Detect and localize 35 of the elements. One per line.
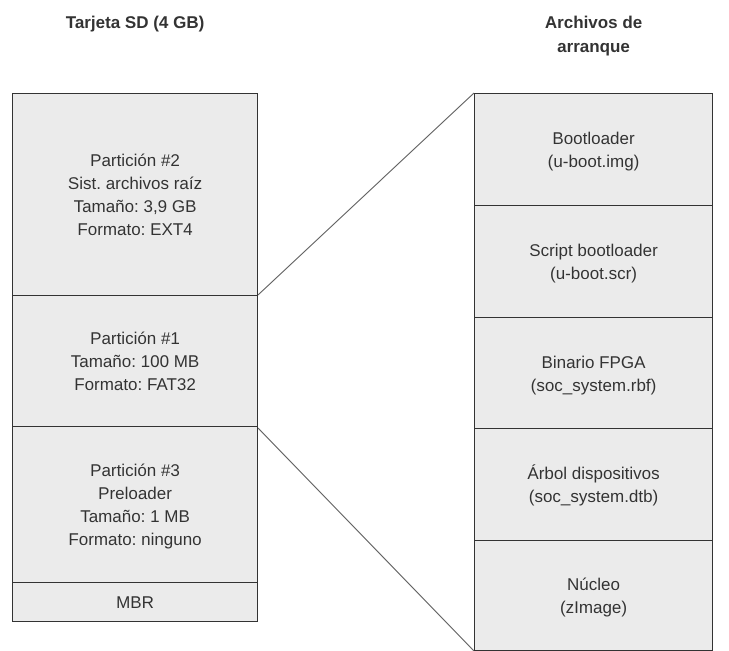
file-box: [474, 93, 713, 207]
expansion-line: [258, 92, 474, 296]
box-text: (soc_system.dtb): [528, 486, 658, 508]
box-text: (soc_system.rbf): [530, 374, 656, 396]
box-text: Binario FPGA: [542, 352, 646, 374]
box-text: Partición #3: [90, 460, 180, 482]
file-box: [474, 428, 713, 542]
box-text: Tamaño: 1 MB: [80, 506, 190, 528]
box-text: Preloader: [98, 483, 172, 505]
partition-box: [12, 582, 258, 622]
column-heading: Archivos de arranque: [544, 12, 644, 58]
expansion-line: [258, 428, 474, 651]
box-text: Bootloader: [552, 128, 635, 150]
box-text: (u-boot.img): [548, 151, 640, 173]
box-text: Sist. archivos raíz: [68, 173, 202, 195]
box-text: MBR: [116, 592, 154, 614]
file-box: [474, 205, 713, 319]
file-box: [474, 317, 713, 430]
column-heading: Tarjeta SD (4 GB): [64, 12, 206, 34]
box-text: Tamaño: 100 MB: [70, 351, 200, 373]
box-text: Script bootloader: [529, 240, 658, 262]
box-text: Formato: EXT4: [77, 219, 193, 241]
box-text: Núcleo: [567, 574, 620, 596]
partition-box: [12, 426, 258, 584]
box-text: Partición #1: [90, 328, 180, 350]
box-text: Formato: ninguno: [68, 529, 202, 551]
box-text: (zImage): [560, 596, 628, 618]
partition-box: [12, 93, 258, 297]
partition-box: [12, 295, 258, 428]
box-text: (u-boot.scr): [550, 263, 637, 285]
file-box: [474, 540, 713, 651]
box-text: Formato: FAT32: [74, 374, 196, 396]
box-text: Árbol dispositivos: [527, 463, 660, 485]
box-text: Partición #2: [90, 150, 180, 172]
box-text: Tamaño: 3,9 GB: [74, 196, 196, 218]
